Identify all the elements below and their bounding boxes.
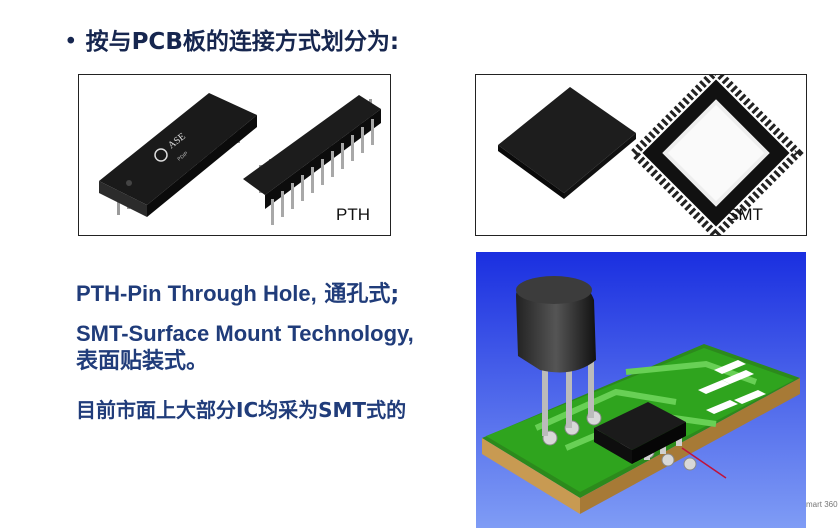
pth-definition-en: PTH-Pin Through Hole, xyxy=(76,281,317,306)
title-text: 按与PCB板的连接方式划分为: xyxy=(85,29,400,55)
smt-package-image xyxy=(498,75,804,235)
slide-title: • 按与PCB板的连接方式划分为: xyxy=(64,22,399,56)
dip-package-image: ASE PDIP xyxy=(99,93,381,225)
pth-label: PTH xyxy=(336,205,370,224)
pth-image-frame: ASE PDIP xyxy=(78,74,391,236)
bullet: • xyxy=(64,29,78,55)
qfp-chip xyxy=(628,75,804,235)
smt-definition-cn: 表面贴装式。 xyxy=(76,349,209,374)
smt-definition-en: SMT-Surface Mount Technology, xyxy=(76,321,414,346)
smt-image-frame: SMT xyxy=(475,74,807,236)
market-note: 目前市面上大部分IC均采为SMT式的 xyxy=(76,398,407,422)
pth-definition-cn: 通孔式; xyxy=(316,282,400,307)
smt-definition: SMT-Surface Mount Technology, 表面贴装式。 xyxy=(76,320,414,376)
watermark: mart 360 xyxy=(806,500,838,509)
surface-mount-ic xyxy=(594,402,686,464)
pcb-illustration xyxy=(476,252,806,528)
smt-label: SMT xyxy=(727,205,763,224)
dip-chip-back xyxy=(243,95,381,225)
dip-chip-front: ASE PDIP xyxy=(99,93,257,217)
pth-definition: PTH-Pin Through Hole, 通孔式; xyxy=(76,276,399,308)
qfn-chip xyxy=(498,87,636,199)
through-hole-transistor xyxy=(516,276,596,436)
